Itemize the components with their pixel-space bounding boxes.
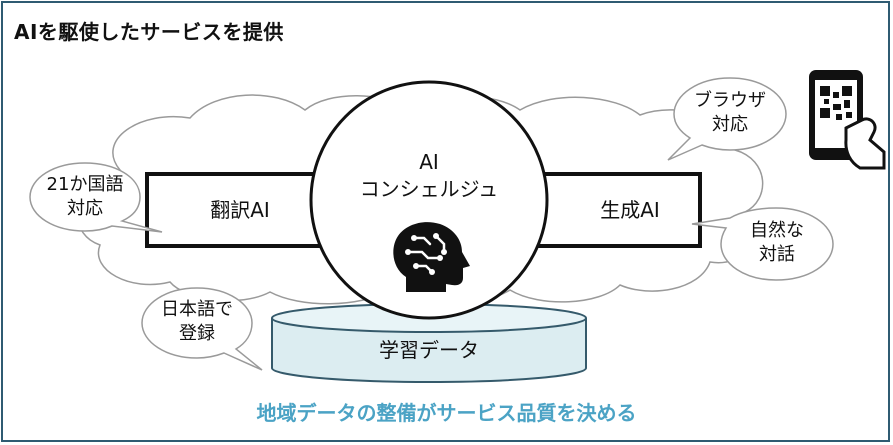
concierge-label-line1: AI [419, 150, 439, 174]
bubble-browser-line2: 対応 [712, 114, 748, 135]
concierge-circle [309, 80, 549, 320]
bubble-browser [667, 77, 787, 161]
bubble-dialogue-line2: 対話 [759, 244, 795, 265]
caption: 地域データの整備がサービス品質を決める [256, 401, 637, 425]
translation-ai-label: 翻訳AI [210, 198, 270, 222]
bubble-languages-line2: 対応 [67, 198, 103, 219]
bubble-dialogue-line1: 自然な [750, 220, 804, 241]
bubble-japanese-line2: 登録 [179, 323, 215, 344]
concierge-label-line2: コンシェルジュ [359, 177, 499, 201]
head-circuit-icon [393, 222, 470, 292]
page-title: AIを駆使したサービスを提供 [14, 20, 284, 44]
bubble-dialogue [691, 207, 834, 281]
database-label: 学習データ [379, 338, 479, 362]
bubble-japanese-line1: 日本語で [161, 299, 233, 320]
generative-ai-label: 生成AI [600, 198, 660, 222]
bubble-languages-line1: 21か国語 [46, 174, 124, 195]
bubble-languages [29, 162, 163, 233]
phone-qr-hand-icon [809, 70, 886, 170]
bubble-japanese [141, 287, 263, 371]
bubble-browser-line1: ブラウザ [694, 90, 766, 111]
